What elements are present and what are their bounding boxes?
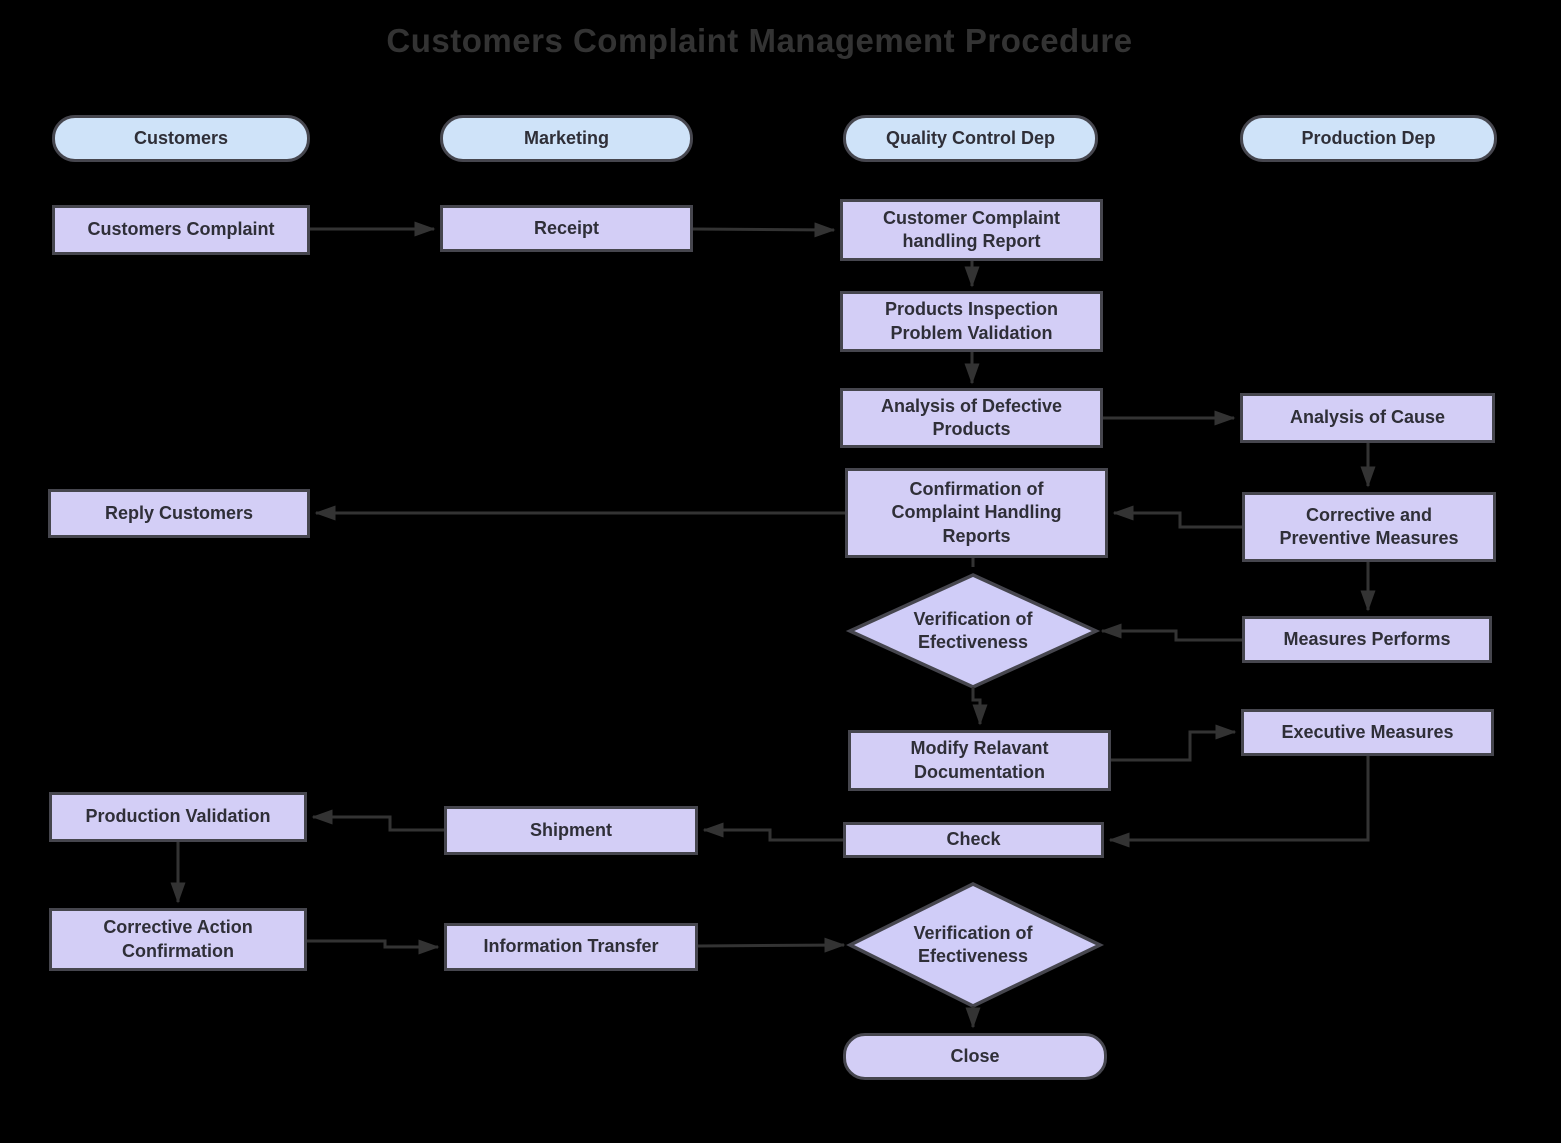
node-verification-2: Verification of Efectiveness [913,922,1033,966]
lane-quality-control-label: Quality Control Dep [885,127,1055,148]
node-receipt: Receipt [440,205,693,252]
diagram-title: Customers Complaint Management Procedure [386,22,1133,59]
edge-information-transfer-to-verification-2 [697,937,846,953]
edge-shipment-to-production-validation [311,809,444,832]
node-production-validation: Production Validation [49,792,307,842]
node-analysis-cause: Analysis of Cause [1240,393,1495,443]
node-verification-1: Verification of Efectiveness [913,608,1033,652]
lane-marketing-label: Marketing [523,127,610,148]
edge-corrective-preventive-to-confirmation [1112,505,1242,529]
node-confirmation-reports: Confirmation of Complaint Handling Repor… [845,468,1108,558]
lane-production-label: Production Dep [1301,127,1436,148]
node-executive-measures: Executive Measures [1241,709,1494,756]
lane-quality-control: Quality Control Dep [843,115,1098,162]
lane-marketing: Marketing [440,115,693,162]
edge-check-to-shipment [702,822,843,842]
edge-executive-measures-to-check [1108,756,1370,848]
node-products-inspection: Products Inspection Problem Validation [840,291,1103,352]
edge-receipt-to-handling-report [692,222,836,238]
node-close: Close [843,1033,1107,1080]
lane-production: Production Dep [1240,115,1497,162]
lane-customers: Customers [52,115,310,162]
node-corrective-preventive: Corrective and Preventive Measures [1242,492,1496,562]
edge-modify-documentation-to-executive-measures [1111,724,1237,762]
node-analysis-defective: Analysis of Defective Products [840,388,1103,448]
node-measures-performs: Measures Performs [1242,616,1492,663]
edge-corrective-action-to-information-transfer [307,939,440,955]
node-corrective-action: Corrective Action Confirmation [49,908,307,971]
node-handling-report: Customer Complaint handling Report [840,199,1103,261]
edge-measures-performs-to-verification-1 [1100,623,1242,642]
node-information-transfer: Information Transfer [444,923,698,971]
node-modify-documentation: Modify Relavant Documentation [848,730,1111,791]
node-check: Check [843,822,1104,858]
edge-verification-1-to-modify-documentation [971,687,988,726]
lane-customers-label: Customers [133,127,229,148]
node-reply-customers: Reply Customers [48,489,310,538]
node-customers-complaint: Customers Complaint [52,205,310,255]
node-shipment: Shipment [444,806,698,855]
